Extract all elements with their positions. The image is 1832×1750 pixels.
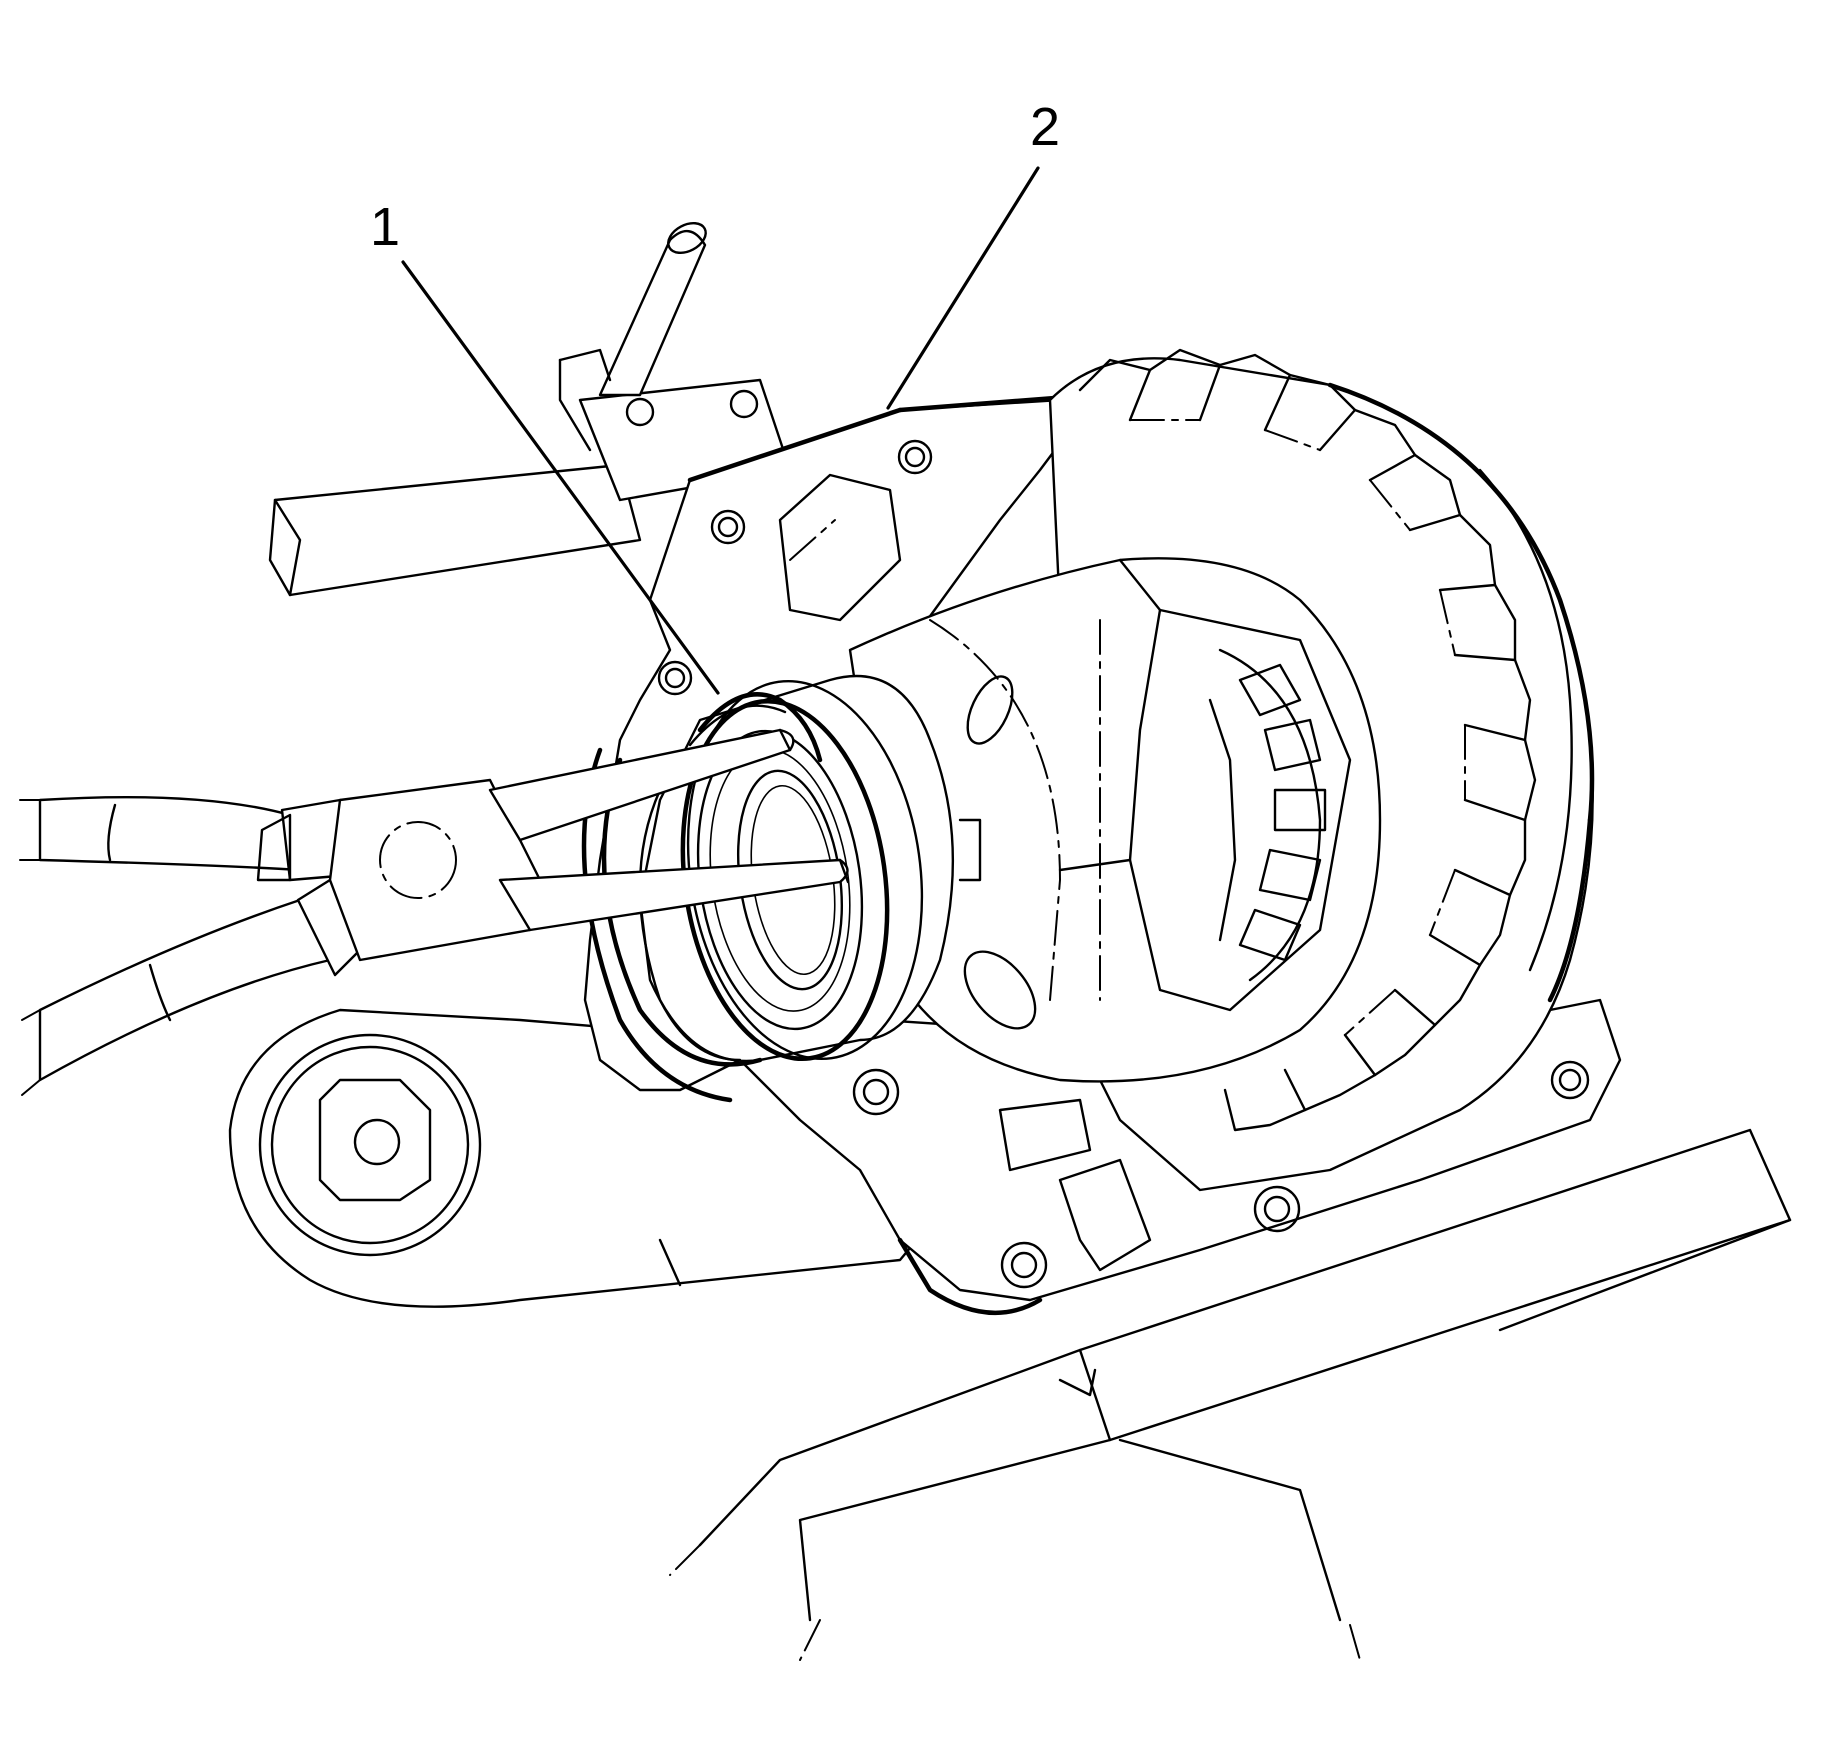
differential-case [848, 557, 1382, 1083]
snap-ring [697, 692, 823, 763]
spider-gear [1208, 648, 1327, 982]
callout-2: 2 [1030, 97, 1060, 157]
leader-line-1 [401, 260, 720, 695]
gear-teeth [1078, 348, 1537, 1132]
leader-line-2 [886, 166, 1040, 410]
callout-1: 1 [370, 197, 400, 257]
bench-support [669, 1128, 1792, 1661]
callout-leaders [401, 166, 1040, 695]
snap-ring-pliers [19, 728, 850, 1096]
